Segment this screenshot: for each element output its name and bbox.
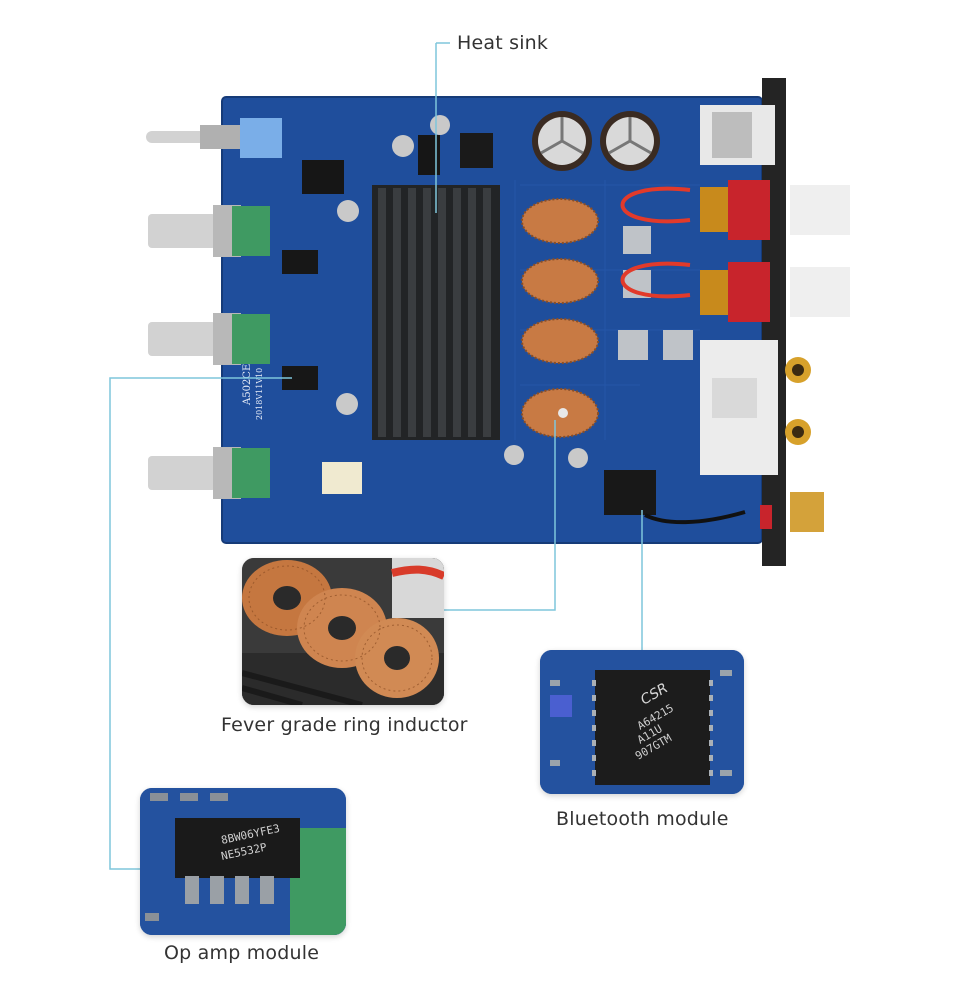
inductor-closeup [242,558,444,705]
heat-sink [372,185,500,440]
bluetooth-label: Bluetooth module [556,808,729,830]
opamp-label: Op amp module [164,942,320,964]
board-date-silk: 2018V11V10 [255,368,264,420]
potentiometers [148,205,270,499]
opamp-closeup: 8BW06YFE3 NE5532P [140,788,346,935]
capacitors [336,111,660,468]
speaker-terminals [700,180,850,322]
amplifier-board-photo: A502CE 2018V11V10 [146,42,850,566]
ring-inductors [521,198,599,438]
bluetooth-closeup: CSR A64215 A11U 907GTM [540,650,744,794]
heat-sink-label: Heat sink [457,32,549,54]
board-model-silk: A502CE [242,364,253,406]
inductor-label: Fever grade ring inductor [221,714,468,736]
